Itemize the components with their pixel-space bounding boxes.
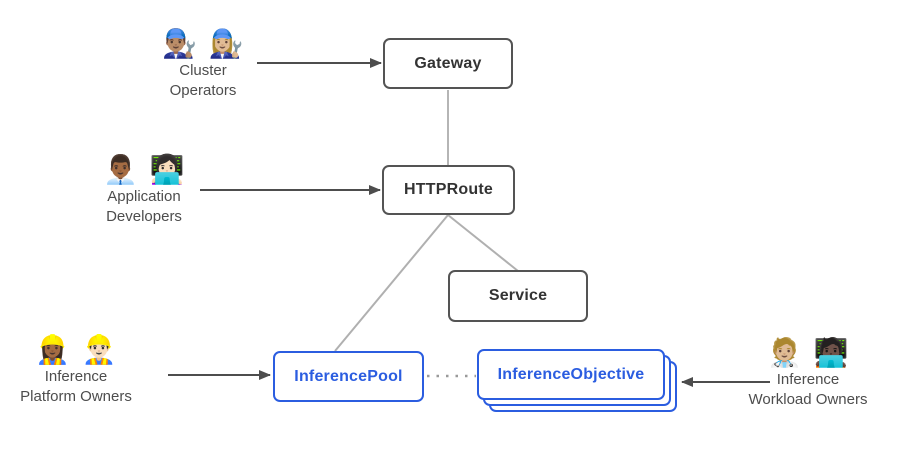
workload-owners-emoji-row: 🧑🏼‍⚕️ 🧑🏿‍💻 [728, 336, 888, 370]
persona-inference-workload-owners: 🧑🏼‍⚕️ 🧑🏿‍💻 Inference Workload Owners [728, 336, 888, 410]
woman-technologist-icon: 👩🏻‍💻 [149, 154, 185, 185]
inference-objective-node: InferenceObjective [477, 349, 665, 400]
workload-owners-label-line2: Workload Owners [748, 391, 868, 408]
connector-httproute-inferencepool [334, 214, 449, 352]
workload-owners-label-line1: Inference [776, 371, 840, 388]
platform-owners-emoji-row: 👷🏾‍♀️ 👷🏻‍♂️ [0, 333, 152, 367]
man-construction-worker-icon: 👷🏻‍♂️ [81, 334, 117, 365]
gateway-node-label: Gateway [414, 54, 482, 72]
man-mechanic-icon: 👨🏽‍🔧 [162, 28, 198, 59]
cluster-operators-emoji-row: 👨🏽‍🔧 👩🏼‍🔧 [123, 27, 283, 61]
connector-httproute-service [447, 214, 519, 272]
persona-cluster-operators: 👨🏽‍🔧 👩🏼‍🔧 Cluster Operators [123, 27, 283, 101]
application-developers-label-line2: Developers [106, 208, 182, 225]
httproute-node: HTTPRoute [382, 165, 515, 215]
platform-owners-label-line2: Platform Owners [20, 388, 132, 405]
dark-skin-technologist-icon: 🧑🏿‍💻 [813, 337, 849, 368]
httproute-node-label: HTTPRoute [404, 181, 493, 198]
man-office-worker-icon: 👨🏾‍💼 [103, 154, 139, 185]
service-node-label: Service [488, 287, 548, 304]
inference-pool-node: InferencePool [273, 351, 424, 402]
platform-owners-label-line1: Inference [44, 368, 108, 385]
persona-inference-platform-owners: 👷🏾‍♀️ 👷🏻‍♂️ Inference Platform Owners [0, 333, 152, 407]
woman-mechanic-icon: 👩🏼‍🔧 [208, 28, 244, 59]
health-worker-icon: 🧑🏼‍⚕️ [767, 337, 803, 368]
inference-pool-node-label: InferencePool [294, 367, 403, 385]
woman-construction-worker-icon: 👷🏾‍♀️ [35, 334, 71, 365]
gateway-node: Gateway [383, 38, 513, 89]
cluster-operators-label-line2: Operators [169, 82, 237, 99]
application-developers-label-line1: Application [107, 188, 181, 205]
application-developers-emoji-row: 👨🏾‍💼 👩🏻‍💻 [64, 153, 224, 187]
inference-objective-node-label: InferenceObjective [497, 365, 645, 383]
persona-application-developers: 👨🏾‍💼 👩🏻‍💻 Application Developers [64, 153, 224, 227]
cluster-operators-label-line1: Cluster [179, 62, 227, 79]
service-node: Service [448, 270, 588, 322]
